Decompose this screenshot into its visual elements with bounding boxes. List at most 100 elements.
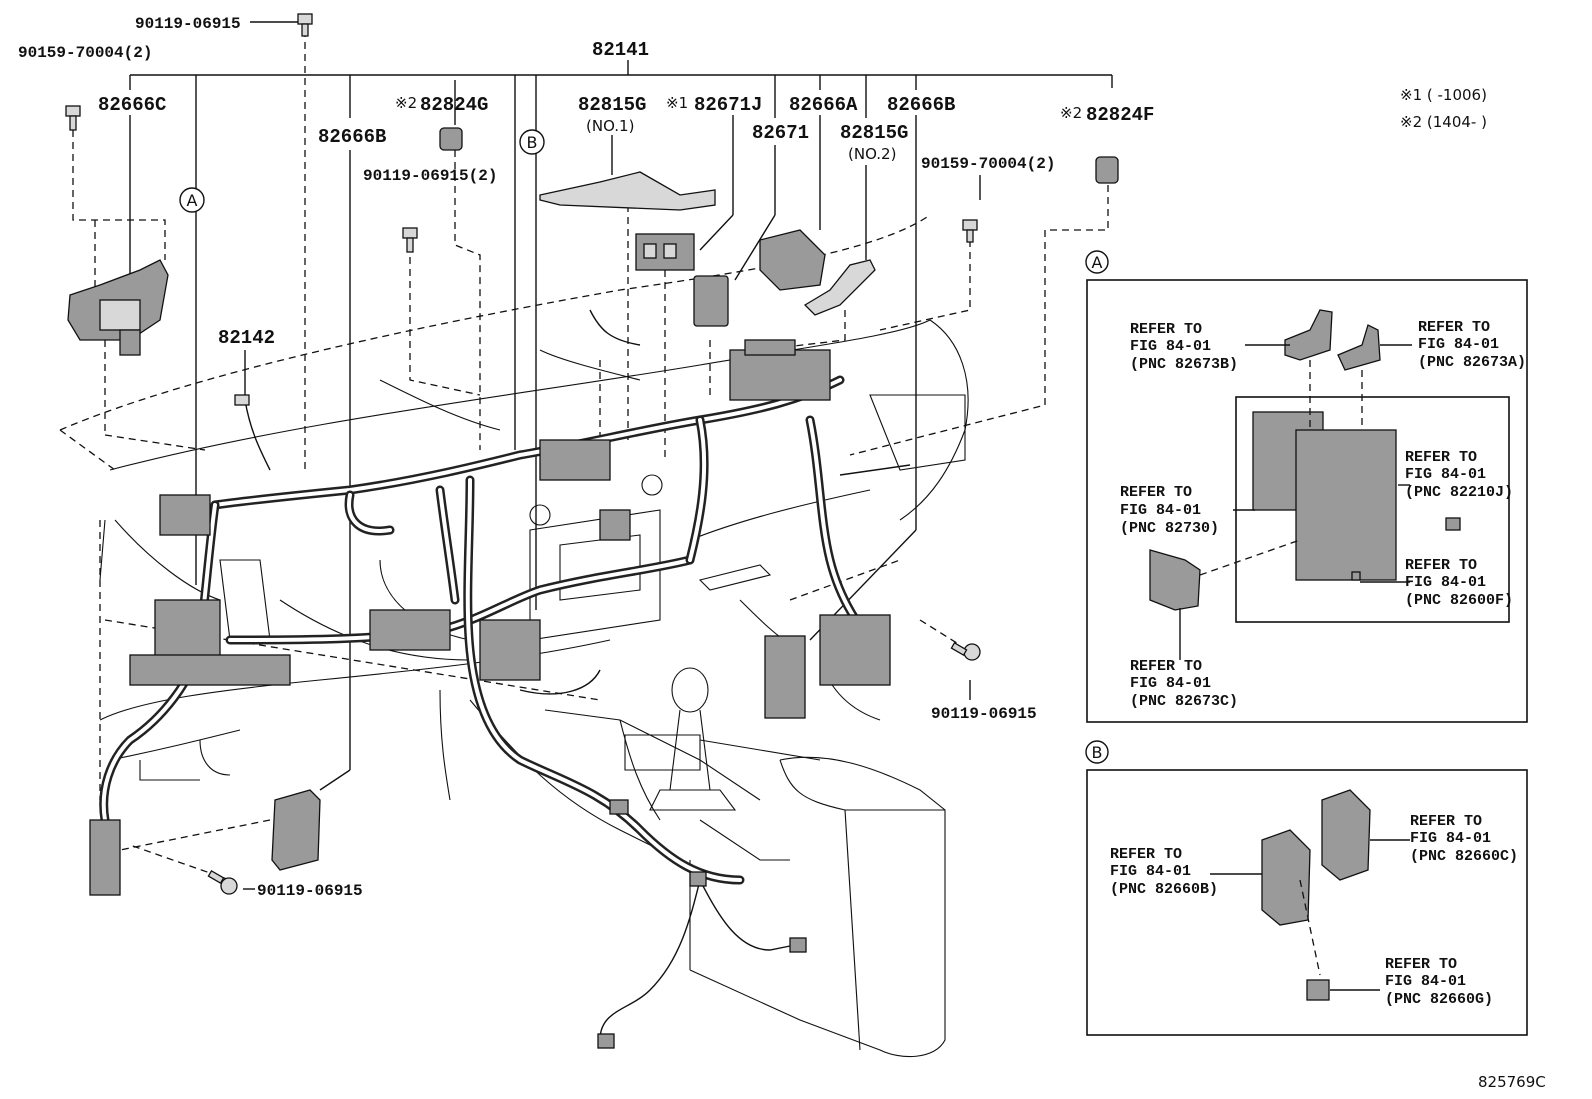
relay-block-82666c-icon <box>67 259 169 356</box>
ref-82673a-line3: (PNC 82673A) <box>1418 354 1526 371</box>
marker-a[interactable]: A <box>179 187 205 213</box>
bracket-82673a-icon <box>1337 324 1381 371</box>
ref-82673b-line1: REFER TO <box>1130 321 1202 338</box>
label-82815g-no1-sub: (NO.1) <box>586 117 634 135</box>
label-82666c: 82666C <box>98 94 166 116</box>
legend-note-2: ※2 (1404- ) <box>1400 113 1487 131</box>
mark-82671j: ※1 <box>666 94 688 112</box>
ref-82730-line3: (PNC 82730) <box>1120 520 1219 537</box>
label-bolt-lower-left: 90119-06915 <box>257 882 363 900</box>
label-82666a: 82666A <box>789 94 858 116</box>
ref-82600f-line2: FIG 84-01 <box>1405 574 1486 591</box>
ref-82210j-line1: REFER TO <box>1405 449 1477 466</box>
label-82824g: 82824G <box>420 94 488 116</box>
ref-82660g-line2: FIG 84-01 <box>1385 973 1466 990</box>
label-82671j: 82671J <box>694 94 762 116</box>
relay-82660b-icon <box>1261 829 1311 926</box>
ref-82210j-line3: (PNC 82210J) <box>1405 484 1513 501</box>
floor-connector-icon <box>597 799 807 1049</box>
diagram-id: 825769C <box>1478 1073 1546 1091</box>
ref-82660b-line2: FIG 84-01 <box>1110 863 1191 880</box>
ref-82660c-line2: FIG 84-01 <box>1410 830 1491 847</box>
marker-a-text: A <box>187 191 198 210</box>
mark-82824f: ※2 <box>1060 104 1082 122</box>
relay-82660g-icon <box>1306 979 1330 1001</box>
label-82815g-no2: 82815G <box>840 122 908 144</box>
relay-block-82666b-right-icon <box>764 614 891 719</box>
relay-block-82666b-left-icon <box>271 789 321 871</box>
label-bolt-mid: 90119-06915(2) <box>363 167 497 185</box>
label-82142: 82142 <box>218 327 275 349</box>
detail-b-refs: REFER TO FIG 84-01 (PNC 82660B) REFER TO… <box>1110 813 1518 1008</box>
ref-82673a-line2: FIG 84-01 <box>1418 336 1499 353</box>
ref-82730-line1: REFER TO <box>1120 484 1192 501</box>
ref-82660b-line3: (PNC 82660B) <box>1110 881 1218 898</box>
detail-b-tag: B <box>1092 743 1103 762</box>
label-bolt-right: 90159-70004(2) <box>921 155 1055 173</box>
label-bolt-topleft: 90159-70004(2) <box>18 44 152 62</box>
relay-82210j-icon <box>1445 517 1461 531</box>
junction-block-82730-icon <box>1295 429 1397 581</box>
connector-block-icon <box>129 494 291 686</box>
sensor-82142-icon <box>234 394 250 406</box>
label-82666b-right: 82666B <box>887 94 955 116</box>
label-82666b-left: 82666B <box>318 126 386 148</box>
relay-82660c-icon <box>1321 789 1371 881</box>
marker-b[interactable]: B <box>519 129 545 155</box>
ref-82660c-line3: (PNC 82660C) <box>1410 848 1518 865</box>
bolt-icon <box>402 227 418 253</box>
connector-82824g-icon <box>439 127 463 151</box>
detail-a-frame <box>1086 279 1528 723</box>
ref-82673b-line3: (PNC 82673B) <box>1130 356 1238 373</box>
callout-labels: 82141 82666C 82666B ※2 82824G 82815G (NO… <box>18 15 1546 1091</box>
bolt-icon <box>65 105 81 131</box>
ref-82660g-line1: REFER TO <box>1385 956 1457 973</box>
mark-82824g: ※2 <box>395 94 417 112</box>
junction-82666a-icon <box>759 229 826 291</box>
ref-82673a-line1: REFER TO <box>1418 319 1490 336</box>
detail-b-panel: B <box>1085 740 1528 1036</box>
relay-82671-icon <box>693 275 729 327</box>
detail-b-frame <box>1086 769 1528 1036</box>
ref-82660b-line1: REFER TO <box>1110 846 1182 863</box>
bracket-82673b-icon <box>1284 309 1333 361</box>
junction-block-icon <box>729 339 831 401</box>
bolt-icon <box>207 870 238 895</box>
ref-82210j-line2: FIG 84-01 <box>1405 466 1486 483</box>
label-82141: 82141 <box>592 39 649 61</box>
label-82824f: 82824F <box>1086 104 1154 126</box>
bolt-icon <box>297 13 313 37</box>
ref-82673c-line1: REFER TO <box>1130 658 1202 675</box>
detail-a-panel: A <box>1085 250 1528 723</box>
ref-82730-line2: FIG 84-01 <box>1120 502 1201 519</box>
legend-note-1: ※1 ( -1006) <box>1400 86 1487 104</box>
label-bolt-lower-right: 90119-06915 <box>931 705 1037 723</box>
detail-a-tag: A <box>1092 253 1103 272</box>
bracket-82815g-no1-icon <box>539 171 716 211</box>
bracket-82815g-no2-icon <box>803 259 876 316</box>
ref-82673c-line3: (PNC 82673C) <box>1130 693 1238 710</box>
bolt-icon <box>962 219 978 243</box>
marker-b-text: B <box>527 133 538 152</box>
fuse-82600f-icon <box>1351 571 1361 581</box>
detail-a-refs: REFER TO FIG 84-01 (PNC 82673B) REFER TO… <box>1120 319 1526 710</box>
bolt-icon <box>950 642 981 661</box>
ref-82660c-line1: REFER TO <box>1410 813 1482 830</box>
connector-82824f-icon <box>1095 156 1119 184</box>
bracket-82673c-icon <box>1149 549 1201 611</box>
ref-82673b-line2: FIG 84-01 <box>1130 338 1211 355</box>
label-82671: 82671 <box>752 122 809 144</box>
harness-end-left-icon <box>89 819 121 896</box>
wire-harness <box>99 309 911 1041</box>
ref-82600f-line3: (PNC 82600F) <box>1405 592 1513 609</box>
label-82815g-no1: 82815G <box>578 94 646 116</box>
switch-82671j-icon <box>635 233 695 271</box>
connector-cluster-icon <box>369 439 631 681</box>
label-82815g-no2-sub: (NO.2) <box>848 145 896 163</box>
label-bolt-top: 90119-06915 <box>135 15 241 33</box>
ref-82673c-line2: FIG 84-01 <box>1130 675 1211 692</box>
ref-82660g-line3: (PNC 82660G) <box>1385 991 1493 1008</box>
components <box>65 13 1119 1049</box>
